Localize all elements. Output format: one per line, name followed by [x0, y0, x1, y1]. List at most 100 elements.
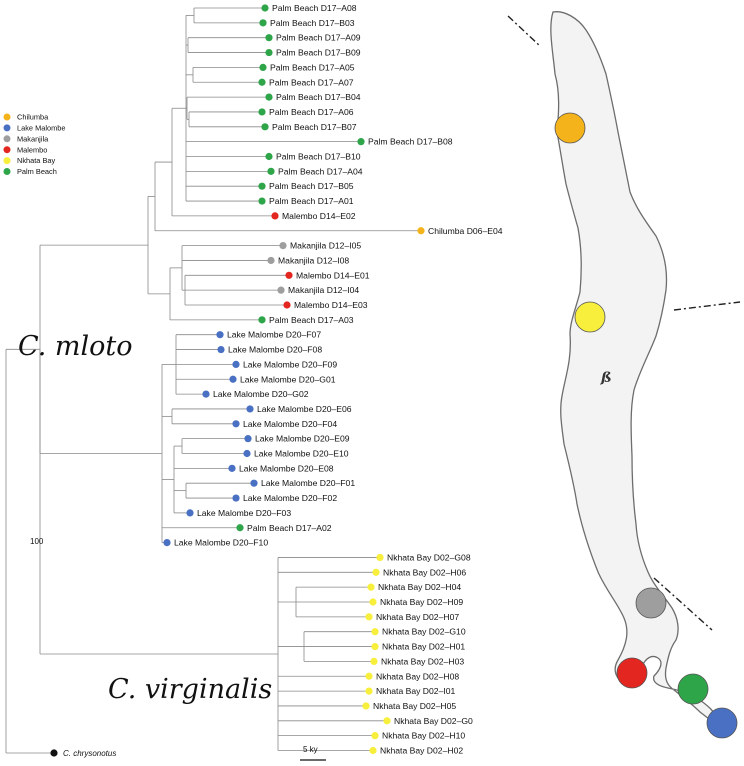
scale-bar-label: 5 ky — [303, 745, 318, 754]
tip-dot-palm-beach — [258, 182, 266, 190]
legend-label: Nkhata Bay — [17, 156, 56, 165]
tip-dot-nkhata-bay — [365, 672, 373, 680]
tip-label: Lake Malombe D20–F03 — [197, 508, 291, 518]
tip-dot-lake-malombe — [186, 509, 194, 517]
tip-dot-lake-malombe — [229, 375, 237, 383]
tip-dot-palm-beach — [236, 524, 244, 532]
tip-label: Palm Beach D17–A02 — [247, 523, 332, 533]
tip-label: Lake Malombe D20–G01 — [240, 374, 336, 384]
tip-label: Nkhata Bay D02–H10 — [382, 731, 465, 741]
tip-dot-nkhata-bay — [371, 732, 379, 740]
tip-label: Makanjila D12–I05 — [290, 241, 361, 251]
tip-label: Palm Beach D17–B10 — [276, 152, 361, 162]
tip-dot-lake-malombe — [246, 405, 254, 413]
tip-dot-lake-malombe — [216, 331, 224, 339]
tip-label: Nkhata Bay D02–H04 — [378, 582, 461, 592]
tip-dot-palm-beach — [258, 316, 266, 324]
tip-dot-lake-malombe — [250, 479, 258, 487]
tip-label: Palm Beach D17–B03 — [270, 18, 355, 28]
legend-label: Lake Malombe — [17, 124, 65, 133]
tip-dot-palm-beach — [261, 4, 269, 12]
map-marker-palm-beach — [677, 673, 709, 705]
tip-dot-lake-malombe — [232, 494, 240, 502]
tip-dot-malembo — [271, 212, 279, 220]
tip-dot-malembo — [283, 301, 291, 309]
tip-label: Malembo D14–E01 — [296, 270, 370, 280]
bootstrap-value: 100 — [30, 537, 44, 546]
tip-label: Palm Beach D17–A05 — [270, 62, 355, 72]
map-markers — [554, 112, 738, 739]
tip-label: Nkhata Bay D02–H06 — [383, 567, 466, 577]
tip-label: Nkhata Bay D02–G08 — [387, 552, 471, 562]
tip-dot-lake-malombe — [232, 360, 240, 368]
tip-dot-nkhata-bay — [372, 568, 380, 576]
island-symbol: ß — [599, 370, 612, 386]
legend-label: Malembo — [17, 145, 47, 154]
scale-bar: 5 ky — [300, 745, 326, 761]
tip-dot-palm-beach — [267, 167, 275, 175]
tip-label: Lake Malombe D20–F07 — [227, 330, 321, 340]
tip-dot-nkhata-bay — [365, 687, 373, 695]
tip-label: Lake Malombe D20–E09 — [255, 434, 350, 444]
tip-label: Nkhata Bay D02–G10 — [382, 627, 466, 637]
clade-label-mloto: C. mloto — [18, 331, 132, 362]
tip-label: Makanjila D12–I04 — [288, 285, 359, 295]
lake-map: ß — [507, 11, 741, 739]
tip-label: Lake Malombe D20–F08 — [228, 345, 322, 355]
tip-label: Lake Malombe D20–F02 — [243, 493, 337, 503]
tip-label: Palm Beach D17–A03 — [269, 315, 354, 325]
tip-dot-lake-malombe — [217, 345, 225, 354]
tip-label: Lake Malombe D20–F04 — [243, 419, 337, 429]
tip-label: Lake Malombe D20–E06 — [257, 404, 352, 414]
tip-dot-nkhata-bay — [370, 657, 378, 666]
tip-label: Nkhata Bay D02–H09 — [380, 597, 463, 607]
tip-label: Palm Beach D17–A09 — [276, 33, 361, 43]
tip-dot-nkhata-bay — [369, 598, 377, 606]
tip-dot-lake-malombe — [244, 435, 252, 443]
tip-dot-palm-beach — [258, 197, 266, 205]
tip-label: Nkhata Bay D02–H01 — [382, 642, 465, 652]
tip-dot-chilumba — [417, 227, 425, 235]
tip-dot-palm-beach — [261, 123, 269, 131]
tip-label: Lake Malombe D20–F10 — [174, 538, 268, 548]
boundary-line-central — [673, 301, 741, 311]
tip-label: Makanjila D12–I08 — [278, 255, 349, 265]
tip-label: Palm Beach D17–B04 — [276, 92, 361, 102]
tip-label: Palm Beach D17–B05 — [269, 181, 354, 191]
outgroup-label: C. chrysonotus — [63, 749, 116, 758]
legend-swatch-chilumba — [3, 113, 11, 121]
tip-dot-makanjila — [277, 286, 285, 294]
tip-label: Palm Beach D17–B09 — [276, 48, 361, 58]
map-marker-lake-malombe — [706, 707, 738, 739]
tip-dot-palm-beach — [357, 138, 365, 146]
tip-label: Lake Malombe D20–E10 — [254, 449, 349, 459]
boundary-line-south — [653, 577, 713, 631]
tip-dot-palm-beach — [259, 19, 267, 27]
legend-swatch-nkhata-bay — [3, 157, 11, 165]
tip-label: Malembo D14–E03 — [294, 300, 368, 310]
tip-dot-nkhata-bay — [362, 702, 370, 710]
tip-dot-lake-malombe — [232, 420, 240, 428]
tip-label: Lake Malombe D20–F01 — [261, 478, 355, 488]
legend-swatch-palm-beach — [3, 168, 11, 175]
tip-label: Malembo D14–E02 — [282, 211, 356, 221]
tip-dot-nkhata-bay — [367, 583, 375, 591]
tip-label: Palm Beach D17–A04 — [278, 166, 363, 176]
tip-dot-lake-malombe — [228, 464, 236, 472]
tip-dot-palm-beach — [265, 93, 273, 101]
tip-label: Nkhata Bay D02–H03 — [381, 656, 464, 666]
tree-tip-dots — [163, 4, 425, 755]
tip-label: Chilumba D06–E04 — [428, 226, 503, 236]
tip-dot-nkhata-bay — [371, 642, 379, 651]
tip-dot-nkhata-bay — [383, 717, 391, 725]
map-marker-makanjila — [635, 587, 667, 619]
tip-dot-lake-malombe — [202, 390, 210, 398]
legend-label: Chilumba — [17, 113, 49, 122]
tip-label: Palm Beach D17–B08 — [368, 137, 453, 147]
tip-label: Palm Beach D17–A08 — [272, 3, 357, 13]
tip-dot-nkhata-bay — [371, 628, 379, 636]
